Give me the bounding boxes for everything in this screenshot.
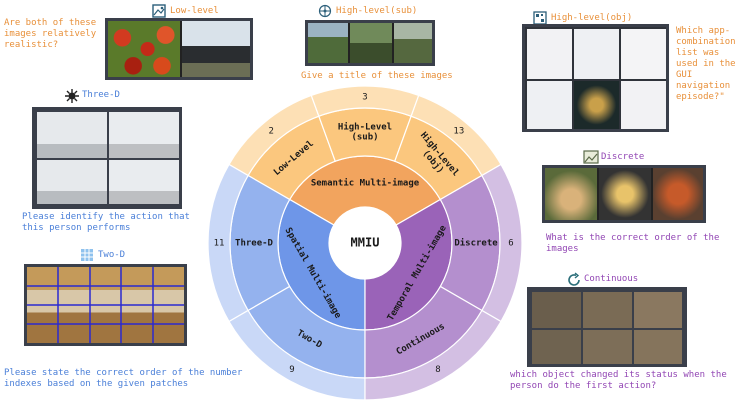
virus-icon — [64, 88, 79, 103]
low-level-question: Are both of these images relatively real… — [4, 18, 97, 50]
three-d-tag-label: Three-D — [82, 90, 120, 100]
discrete-tag: Discrete — [583, 150, 644, 164]
discrete-images — [542, 165, 706, 223]
discrete-label: Discrete — [454, 238, 498, 249]
kitchen-frame-5 — [583, 330, 632, 364]
continuous-images — [527, 287, 687, 367]
three-d-label: Three-D — [235, 239, 274, 249]
discrete-count: 6 — [508, 239, 513, 249]
two-d-tag-label: Two-D — [98, 250, 126, 260]
room-photo-2 — [109, 112, 179, 158]
high-obj-count: 13 — [453, 127, 464, 137]
gui-screen-3 — [621, 29, 666, 79]
three-d-count-sector — [207, 163, 249, 323]
high-sub-label2: (sub) — [351, 133, 378, 143]
continuous-tag-label: Continuous — [584, 274, 639, 284]
high-sub-label: High-Level — [338, 122, 392, 133]
three-d-tag: Three-D — [64, 88, 120, 103]
forest-photo-1 — [308, 23, 348, 63]
network-icon — [318, 4, 332, 18]
kitchen-frame-6 — [634, 330, 682, 364]
room-photo-1 — [37, 112, 107, 158]
semantic-label: Semantic Multi-image — [311, 178, 420, 189]
room-photo-4 — [109, 160, 179, 204]
center-disc — [329, 207, 401, 279]
high-obj-tag: High-level(obj) — [533, 11, 632, 25]
gui-screen-4 — [527, 81, 572, 129]
forest-photo-2 — [350, 23, 392, 63]
cooking-photo-3 — [653, 168, 703, 220]
kitchen-frame-4 — [532, 330, 581, 364]
low-level-tag: Low-level — [152, 4, 219, 18]
two-d-count: 9 — [289, 365, 294, 375]
gui-screen-5 — [574, 81, 619, 129]
image-icon — [152, 4, 166, 18]
qr-icon — [533, 11, 547, 25]
high-obj-tag-label: High-level(obj) — [551, 13, 633, 23]
room-photo-3 — [37, 160, 107, 204]
high-obj-images — [522, 24, 669, 132]
continuous-tag: Continuous — [566, 272, 638, 286]
continuous-question: which object changed its status when the… — [510, 370, 727, 391]
kitchen-frame-1 — [532, 292, 581, 328]
low-level-tag-label: Low-level — [170, 6, 219, 16]
cooking-photo-2 — [599, 168, 651, 220]
center-label: MMIU — [351, 236, 380, 250]
gui-screen-2 — [574, 29, 619, 79]
gui-screen-1 — [527, 29, 572, 79]
kitchen-frame-3 — [634, 292, 682, 328]
three-d-question: Please identify the action that this per… — [22, 212, 190, 233]
high-sub-count: 3 — [362, 93, 367, 103]
refresh-icon — [566, 272, 580, 286]
picture-icon — [583, 150, 599, 164]
high-sub-tag: High-level(sub) — [318, 4, 417, 18]
high-sub-tag-label: High-level(sub) — [336, 6, 418, 16]
continuous-count-sector — [364, 309, 502, 401]
low-level-count: 2 — [268, 127, 273, 137]
patch-grid — [27, 267, 184, 343]
kitchen-frame-2 — [583, 292, 632, 328]
discrete-tag-label: Discrete — [601, 152, 645, 162]
high-sub-question: Give a title of these images — [301, 71, 453, 81]
grid-icon — [80, 248, 94, 262]
forest-photo-3 — [394, 23, 432, 63]
discrete-question: What is the correct order of the images — [546, 233, 720, 254]
two-d-count-sector — [228, 309, 366, 401]
train-photo — [182, 21, 250, 77]
cooking-photo-1 — [545, 168, 597, 220]
two-d-question: Please state the correct order of the nu… — [4, 368, 243, 389]
two-d-tag: Two-D — [80, 248, 125, 262]
high-sub-images — [305, 20, 435, 66]
two-d-image — [24, 264, 187, 346]
gui-screen-6 — [621, 81, 666, 129]
continuous-count: 8 — [435, 365, 440, 375]
low-level-images — [105, 18, 253, 80]
three-d-images — [32, 107, 182, 209]
three-d-count: 11 — [214, 239, 225, 249]
high-obj-question: Which app-combination list was used in t… — [676, 26, 736, 102]
tomatoes-photo — [108, 21, 180, 77]
